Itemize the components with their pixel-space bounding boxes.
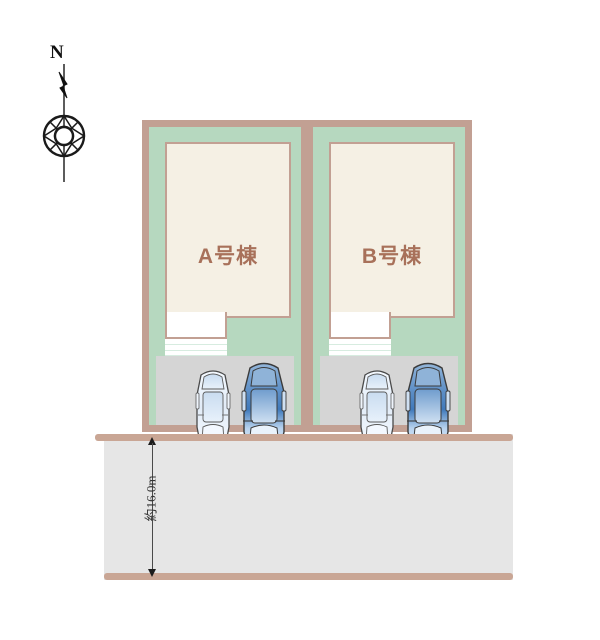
entrance-steps-b <box>329 339 391 356</box>
dimension-arrow-down <box>148 569 156 577</box>
entrance-porch-a <box>165 312 227 339</box>
building-b-footprint: B号棟 <box>329 142 455 318</box>
dimension-line <box>152 443 153 571</box>
lot-a: A号棟 <box>149 127 301 460</box>
building-b-label: B号棟 <box>361 245 423 268</box>
road-width-label: 約16.0m <box>143 475 159 522</box>
car-icon-a-left <box>195 370 231 453</box>
compass: N <box>36 42 92 182</box>
building-a-label: A号棟 <box>197 245 259 268</box>
parking-area-b <box>320 356 458 460</box>
entrance-porch-b <box>329 312 391 339</box>
compass-north-label: N <box>50 42 64 63</box>
dimension-arrow-up <box>148 437 156 445</box>
road-edge-bottom <box>104 573 513 580</box>
road-edge-top <box>104 434 513 441</box>
car-icon-b-left <box>359 370 395 453</box>
road-width-dimension: 約16.0m <box>144 437 159 577</box>
parking-area-a <box>156 356 294 460</box>
building-a-footprint: A号棟 <box>165 142 291 318</box>
lot-b: B号棟 <box>313 127 465 460</box>
compass-rose-icon <box>42 64 86 182</box>
entrance-steps-a <box>165 339 227 356</box>
site-boundary: A号棟 <box>142 120 472 460</box>
frontage-road <box>95 434 513 580</box>
road-edge-top-stub <box>95 434 155 441</box>
